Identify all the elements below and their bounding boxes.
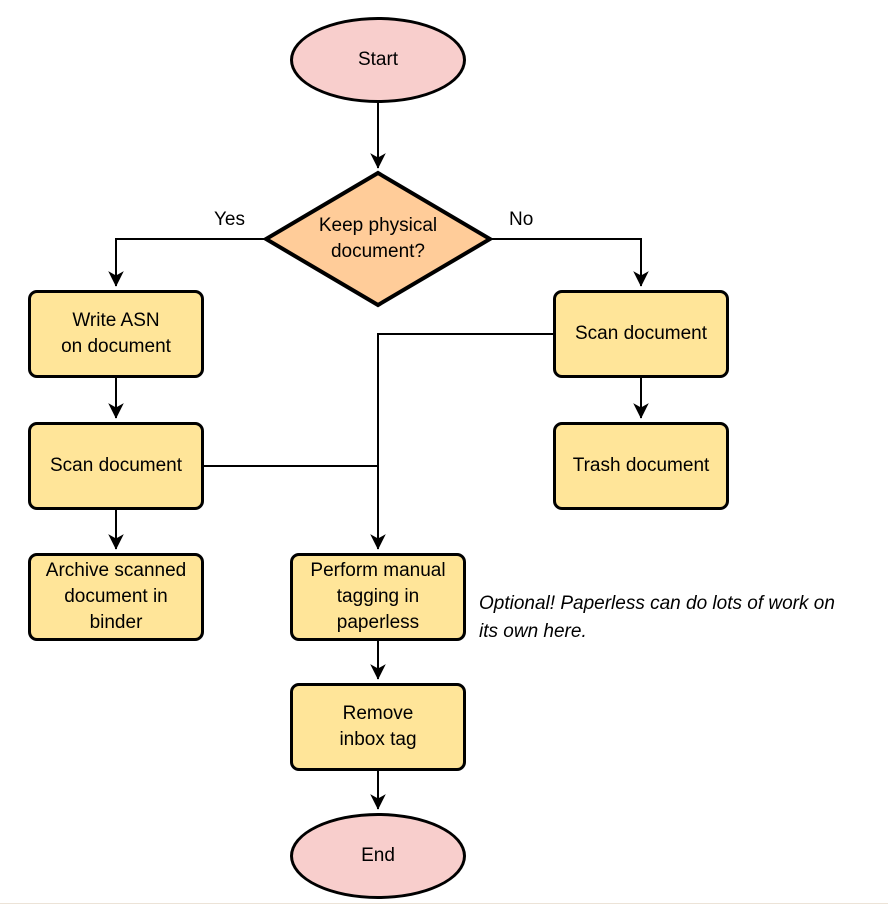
diamond-shape (263, 170, 493, 308)
edge-label-no: No (506, 209, 537, 231)
node-start-label: Start (357, 49, 399, 70)
edge-scan-right-to-tagging (370, 333, 553, 550)
node-scan-document-right-label: Scan document (574, 323, 708, 344)
node-end: End (290, 813, 466, 899)
node-manual-tagging-label: Perform manual tagging in paperless (310, 560, 446, 633)
node-manual-tagging: Perform manual tagging in paperless (290, 553, 466, 641)
node-trash-document-label: Trash document (572, 455, 710, 476)
node-decision-label: Keep physical document? (318, 215, 438, 262)
bottom-divider (0, 903, 888, 904)
node-write-asn: Write ASN on document (28, 290, 204, 378)
node-write-asn-label: Write ASN on document (61, 310, 171, 357)
edge-label-yes: Yes (211, 209, 248, 231)
node-scan-document-left-label: Scan document (49, 455, 183, 476)
node-archive-binder: Archive scanned document in binder (28, 553, 204, 641)
node-archive-binder-label: Archive scanned document in binder (45, 560, 187, 633)
node-start: Start (290, 17, 466, 103)
node-trash-document: Trash document (553, 422, 729, 510)
node-remove-inbox-tag-label: Remove inbox tag (339, 703, 417, 750)
node-remove-inbox-tag: Remove inbox tag (290, 683, 466, 771)
node-scan-document-left: Scan document (28, 422, 204, 510)
annotation-optional-note: Optional! Paperless can do lots of work … (479, 593, 835, 642)
node-end-label: End (361, 845, 395, 866)
node-decision: Keep physical document? (263, 170, 493, 308)
edge-decision-yes-to-write-asn (108, 238, 265, 287)
node-scan-document-right: Scan document (553, 290, 729, 378)
edge-decision-no-to-scan-right (490, 238, 649, 287)
